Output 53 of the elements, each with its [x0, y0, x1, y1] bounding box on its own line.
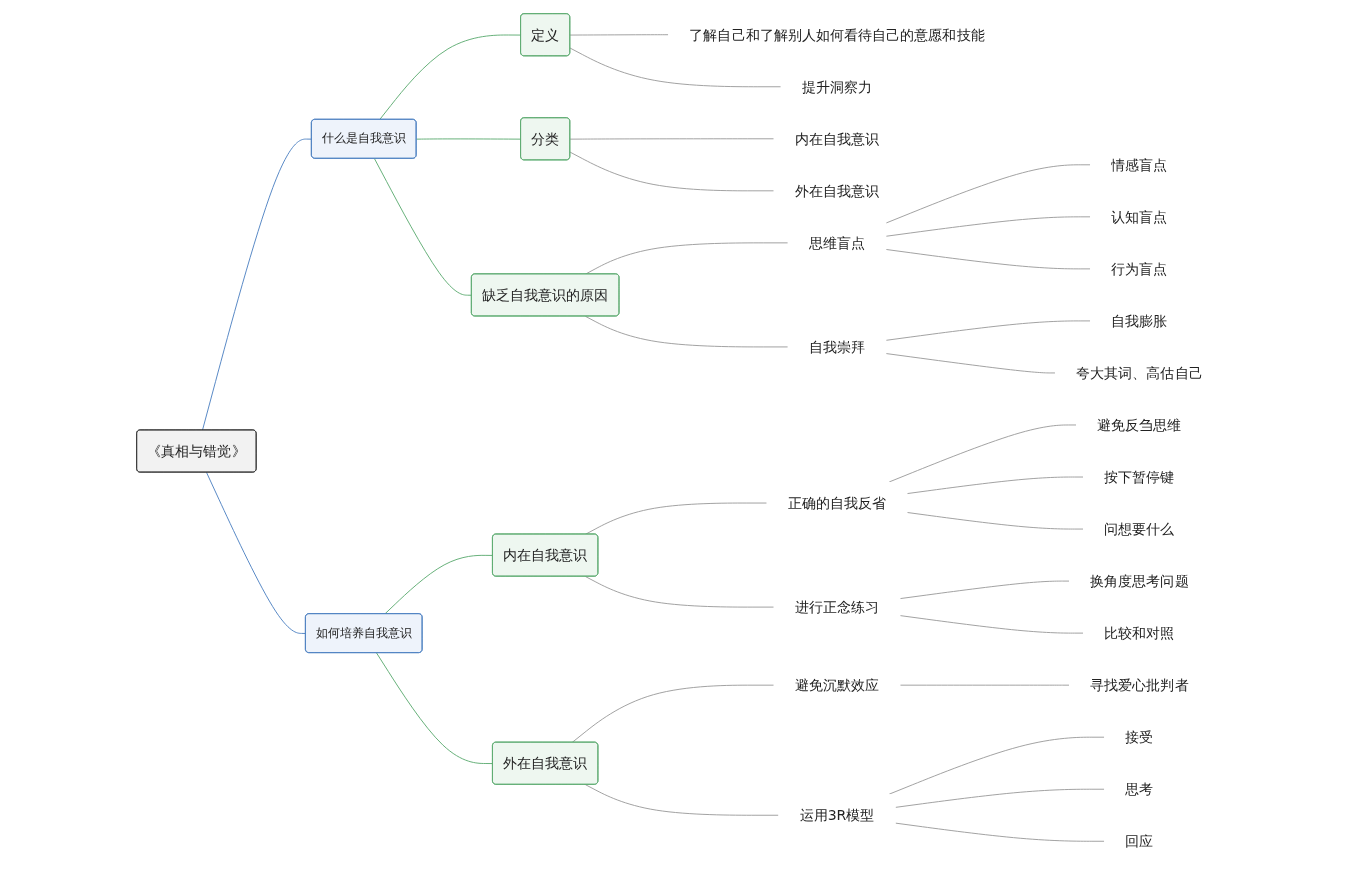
connector [585, 784, 780, 816]
node-text: 思考 [1125, 780, 1154, 798]
connector [570, 34, 669, 36]
node-text: 进行正念练习 [795, 598, 880, 616]
node-text: 接受 [1125, 728, 1154, 746]
connector [585, 315, 789, 348]
connector [572, 684, 775, 743]
connector [886, 216, 1091, 237]
connector [886, 320, 1091, 341]
connector [889, 736, 1105, 795]
node-text: 问想要什么 [1104, 520, 1175, 538]
connector [570, 151, 775, 192]
node-text: 了解自己和了解别人如何看待自己的意愿和技能 [689, 26, 985, 44]
connector [895, 788, 1105, 808]
node-text: 避免反刍思维 [1097, 416, 1182, 434]
connector [900, 580, 1070, 600]
connector [585, 576, 775, 608]
node-text: 换角度思考问题 [1090, 572, 1189, 590]
connector [886, 249, 1091, 270]
connector [886, 164, 1091, 224]
node-text: 思维盲点 [809, 234, 866, 252]
connector [900, 684, 1070, 686]
connector [889, 424, 1077, 483]
node-text: 自我崇拜 [809, 338, 866, 356]
connector [907, 512, 1084, 530]
connector [900, 615, 1084, 634]
node-text: 夸大其词、高估自己 [1076, 364, 1203, 382]
node-text: 按下暂停键 [1104, 468, 1175, 486]
connector [376, 652, 494, 764]
connector [416, 138, 522, 140]
node-text: 自我膨胀 [1111, 312, 1168, 330]
connector [895, 822, 1105, 842]
node-text: 认知盲点 [1111, 208, 1168, 226]
node-text: 比较和对照 [1104, 624, 1175, 642]
connector [907, 476, 1084, 495]
node-text: 寻找爱心批判者 [1090, 676, 1189, 694]
connector [886, 353, 1056, 374]
node-text: 回应 [1125, 832, 1154, 850]
node-text: 内在自我意识 [795, 130, 880, 148]
connector [384, 554, 494, 615]
node-text: 行为盲点 [1111, 260, 1168, 278]
connector [570, 138, 775, 140]
connector [202, 138, 313, 431]
node-text: 正确的自我反省 [788, 494, 887, 512]
node-text: 情感盲点 [1111, 156, 1168, 174]
node-text: 外在自我意识 [795, 182, 880, 200]
node-text: 提升洞察力 [802, 78, 873, 96]
node-text: 避免沉默效应 [795, 676, 880, 694]
connector [206, 472, 307, 634]
connector [570, 47, 782, 88]
connector [379, 34, 522, 121]
node-text: 运用3R模型 [799, 806, 875, 824]
connector [374, 158, 473, 296]
